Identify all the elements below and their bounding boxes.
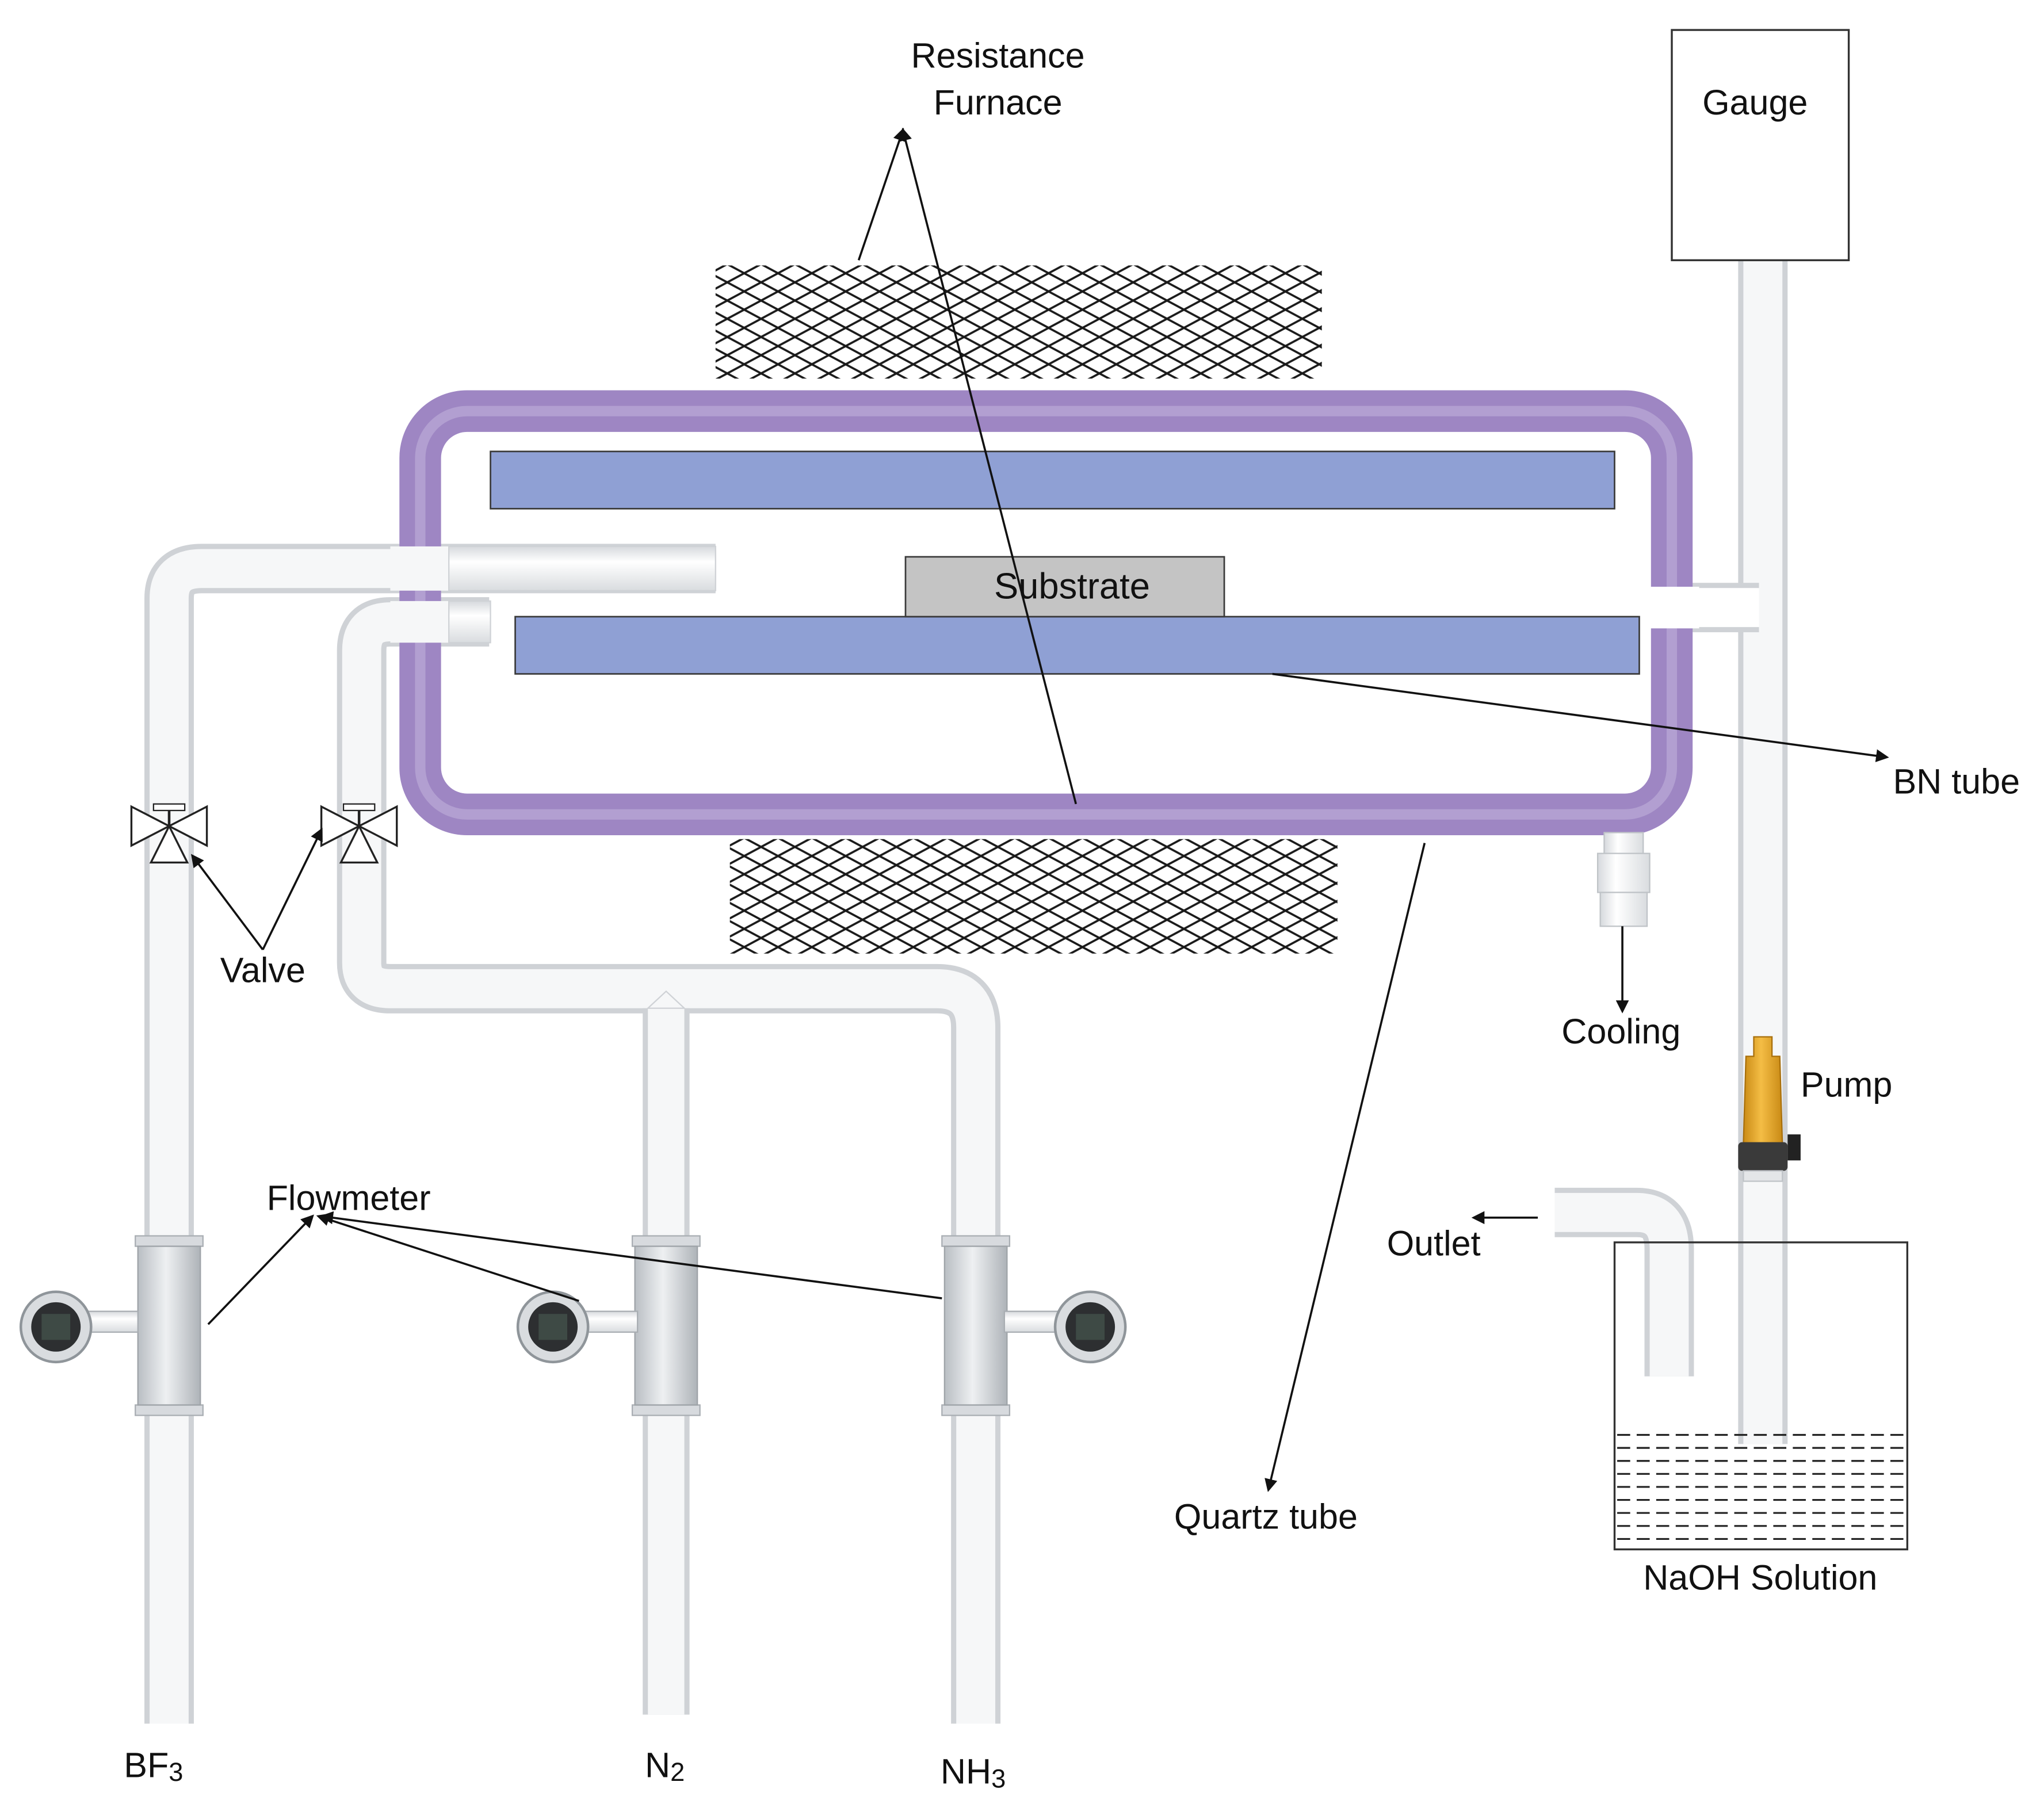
valve-bf3[interactable] [130, 803, 208, 864]
gas-label-bf3: BF3 [124, 1745, 183, 1787]
flowmeter-bf3 [19, 1235, 204, 1416]
valve-label: Valve [220, 951, 305, 990]
leader-lines [190, 127, 1889, 1492]
flowmeter-label: Flowmeter [267, 1178, 431, 1217]
flowmeter-nh3 [941, 1235, 1127, 1416]
gas-label-n2: N2 [645, 1745, 685, 1787]
pump [1738, 1036, 1801, 1182]
gas-label-nh3: NH3 [941, 1752, 1006, 1794]
valve-manifold[interactable] [320, 803, 398, 864]
naoh-container [1613, 1241, 1909, 1551]
furnace-heater-bottom [729, 839, 1338, 954]
bn-tube-label: BN tube [1893, 762, 2020, 801]
bn-tube-lower [514, 615, 1640, 675]
outlet-label: Outlet [1387, 1223, 1481, 1263]
gas-piping [144, 260, 1788, 1724]
bn-tube-upper [490, 450, 1615, 510]
pump-label: Pump [1801, 1065, 1892, 1104]
furnace-heater-top [715, 265, 1322, 379]
resistance-furnace-label-line1: Resistance [911, 36, 1085, 75]
cooling-port [1596, 832, 1651, 927]
naoh-solution-label: NaOH Solution [1643, 1558, 1877, 1597]
resistance-furnace-label-line2: Furnace [934, 83, 1063, 122]
gauge-box [1671, 29, 1850, 262]
gauge-label: Gauge [1702, 83, 1808, 122]
flowmeter-n2 [516, 1235, 701, 1416]
substrate [904, 556, 1225, 618]
cooling-label: Cooling [1561, 1012, 1680, 1051]
quartz-tube-label: Quartz tube [1174, 1497, 1358, 1536]
